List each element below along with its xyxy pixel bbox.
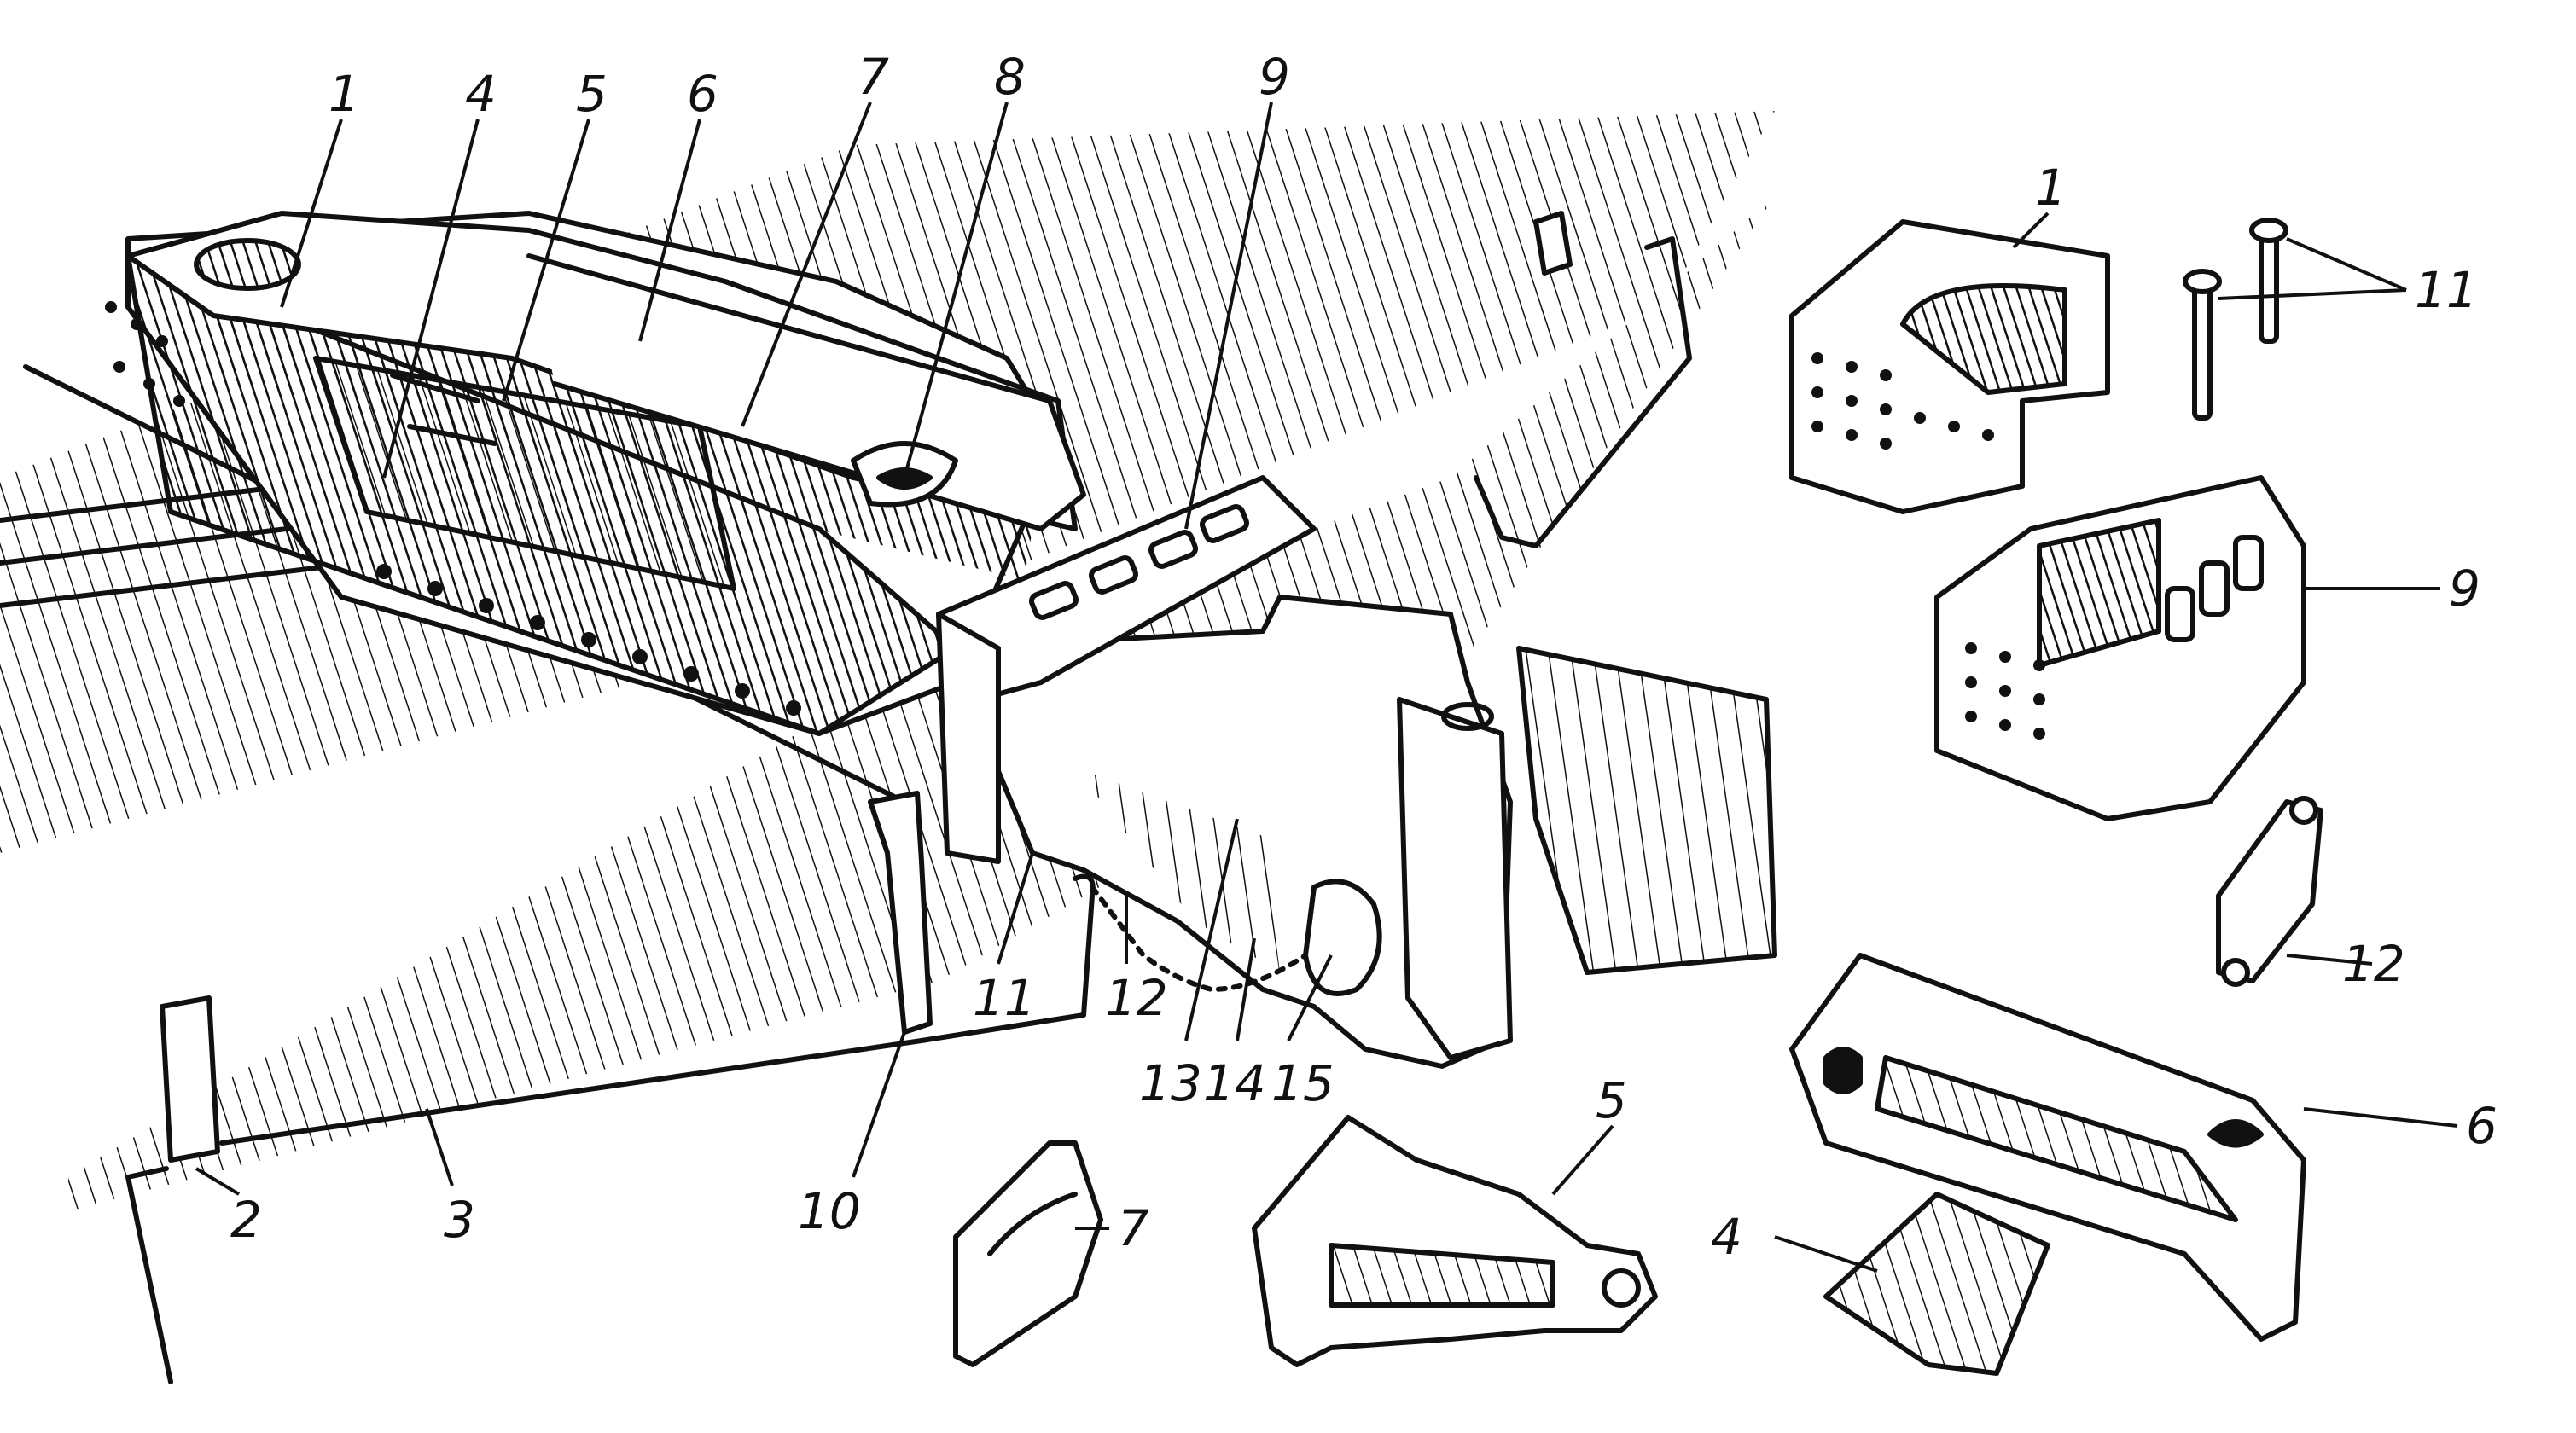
draft-gear-5 xyxy=(313,356,736,591)
callout-5-exploded: 5 xyxy=(1596,1071,1627,1129)
callout-8: 8 xyxy=(994,48,1026,106)
callout-6-exploded: 6 xyxy=(2466,1097,2497,1155)
callout-11-exploded: 11 xyxy=(2415,261,2478,319)
callout-1: 1 xyxy=(329,65,360,123)
callout-9-exploded: 9 xyxy=(2449,560,2480,618)
callout-1-exploded: 1 xyxy=(2035,159,2067,217)
part-12-link xyxy=(2216,796,2323,987)
part-7-wedge xyxy=(953,1140,1103,1367)
callout-7-exploded: 7 xyxy=(1118,1199,1149,1257)
callout-5: 5 xyxy=(576,65,608,123)
callout-15: 15 xyxy=(1271,1054,1335,1112)
centering-beam-9 xyxy=(936,475,1317,864)
uncoupling-mechanism xyxy=(125,791,1382,1384)
callout-4: 4 xyxy=(465,65,497,123)
part-11-pins xyxy=(2183,218,2288,421)
uncoupling-lever-bracket xyxy=(1474,211,1692,548)
part-4-plate xyxy=(1823,1192,2050,1376)
callout-14: 14 xyxy=(1203,1054,1266,1112)
part-9-beam xyxy=(1934,475,2306,821)
callout-6: 6 xyxy=(687,65,718,123)
callout-2: 2 xyxy=(230,1191,262,1249)
callout-3: 3 xyxy=(444,1191,475,1249)
part-6-follower xyxy=(1789,953,2306,1342)
callout-12: 12 xyxy=(1105,969,1168,1027)
callouts: 1 4 5 6 7 8 9 2 3 10 11 12 13 14 15 1 11… xyxy=(230,48,2497,1266)
part-5-draft-gear xyxy=(1252,1115,1658,1367)
callout-12-exploded: 12 xyxy=(2342,935,2405,993)
callout-11: 11 xyxy=(973,969,1036,1027)
callout-13: 13 xyxy=(1139,1054,1202,1112)
leader-lines xyxy=(195,102,2458,1273)
callout-9: 9 xyxy=(1259,48,1290,106)
callout-7: 7 xyxy=(858,48,889,106)
part-1-yoke xyxy=(1789,219,2110,514)
callout-4-exploded: 4 xyxy=(1711,1208,1742,1266)
callout-10: 10 xyxy=(798,1182,861,1240)
